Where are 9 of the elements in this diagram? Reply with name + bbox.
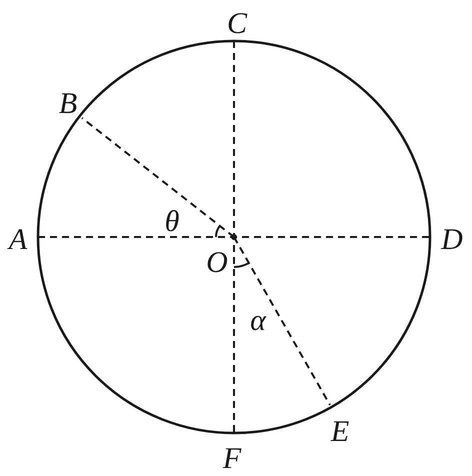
point-label: C xyxy=(227,9,247,39)
angle-label: α xyxy=(250,306,266,336)
point-label: A xyxy=(8,225,28,255)
point-label: B xyxy=(58,89,78,119)
center-label: O xyxy=(206,248,228,278)
point-label: D xyxy=(441,225,463,255)
angle-label: θ xyxy=(164,207,180,237)
point-label: E xyxy=(330,417,350,447)
point-label: F xyxy=(222,444,242,474)
